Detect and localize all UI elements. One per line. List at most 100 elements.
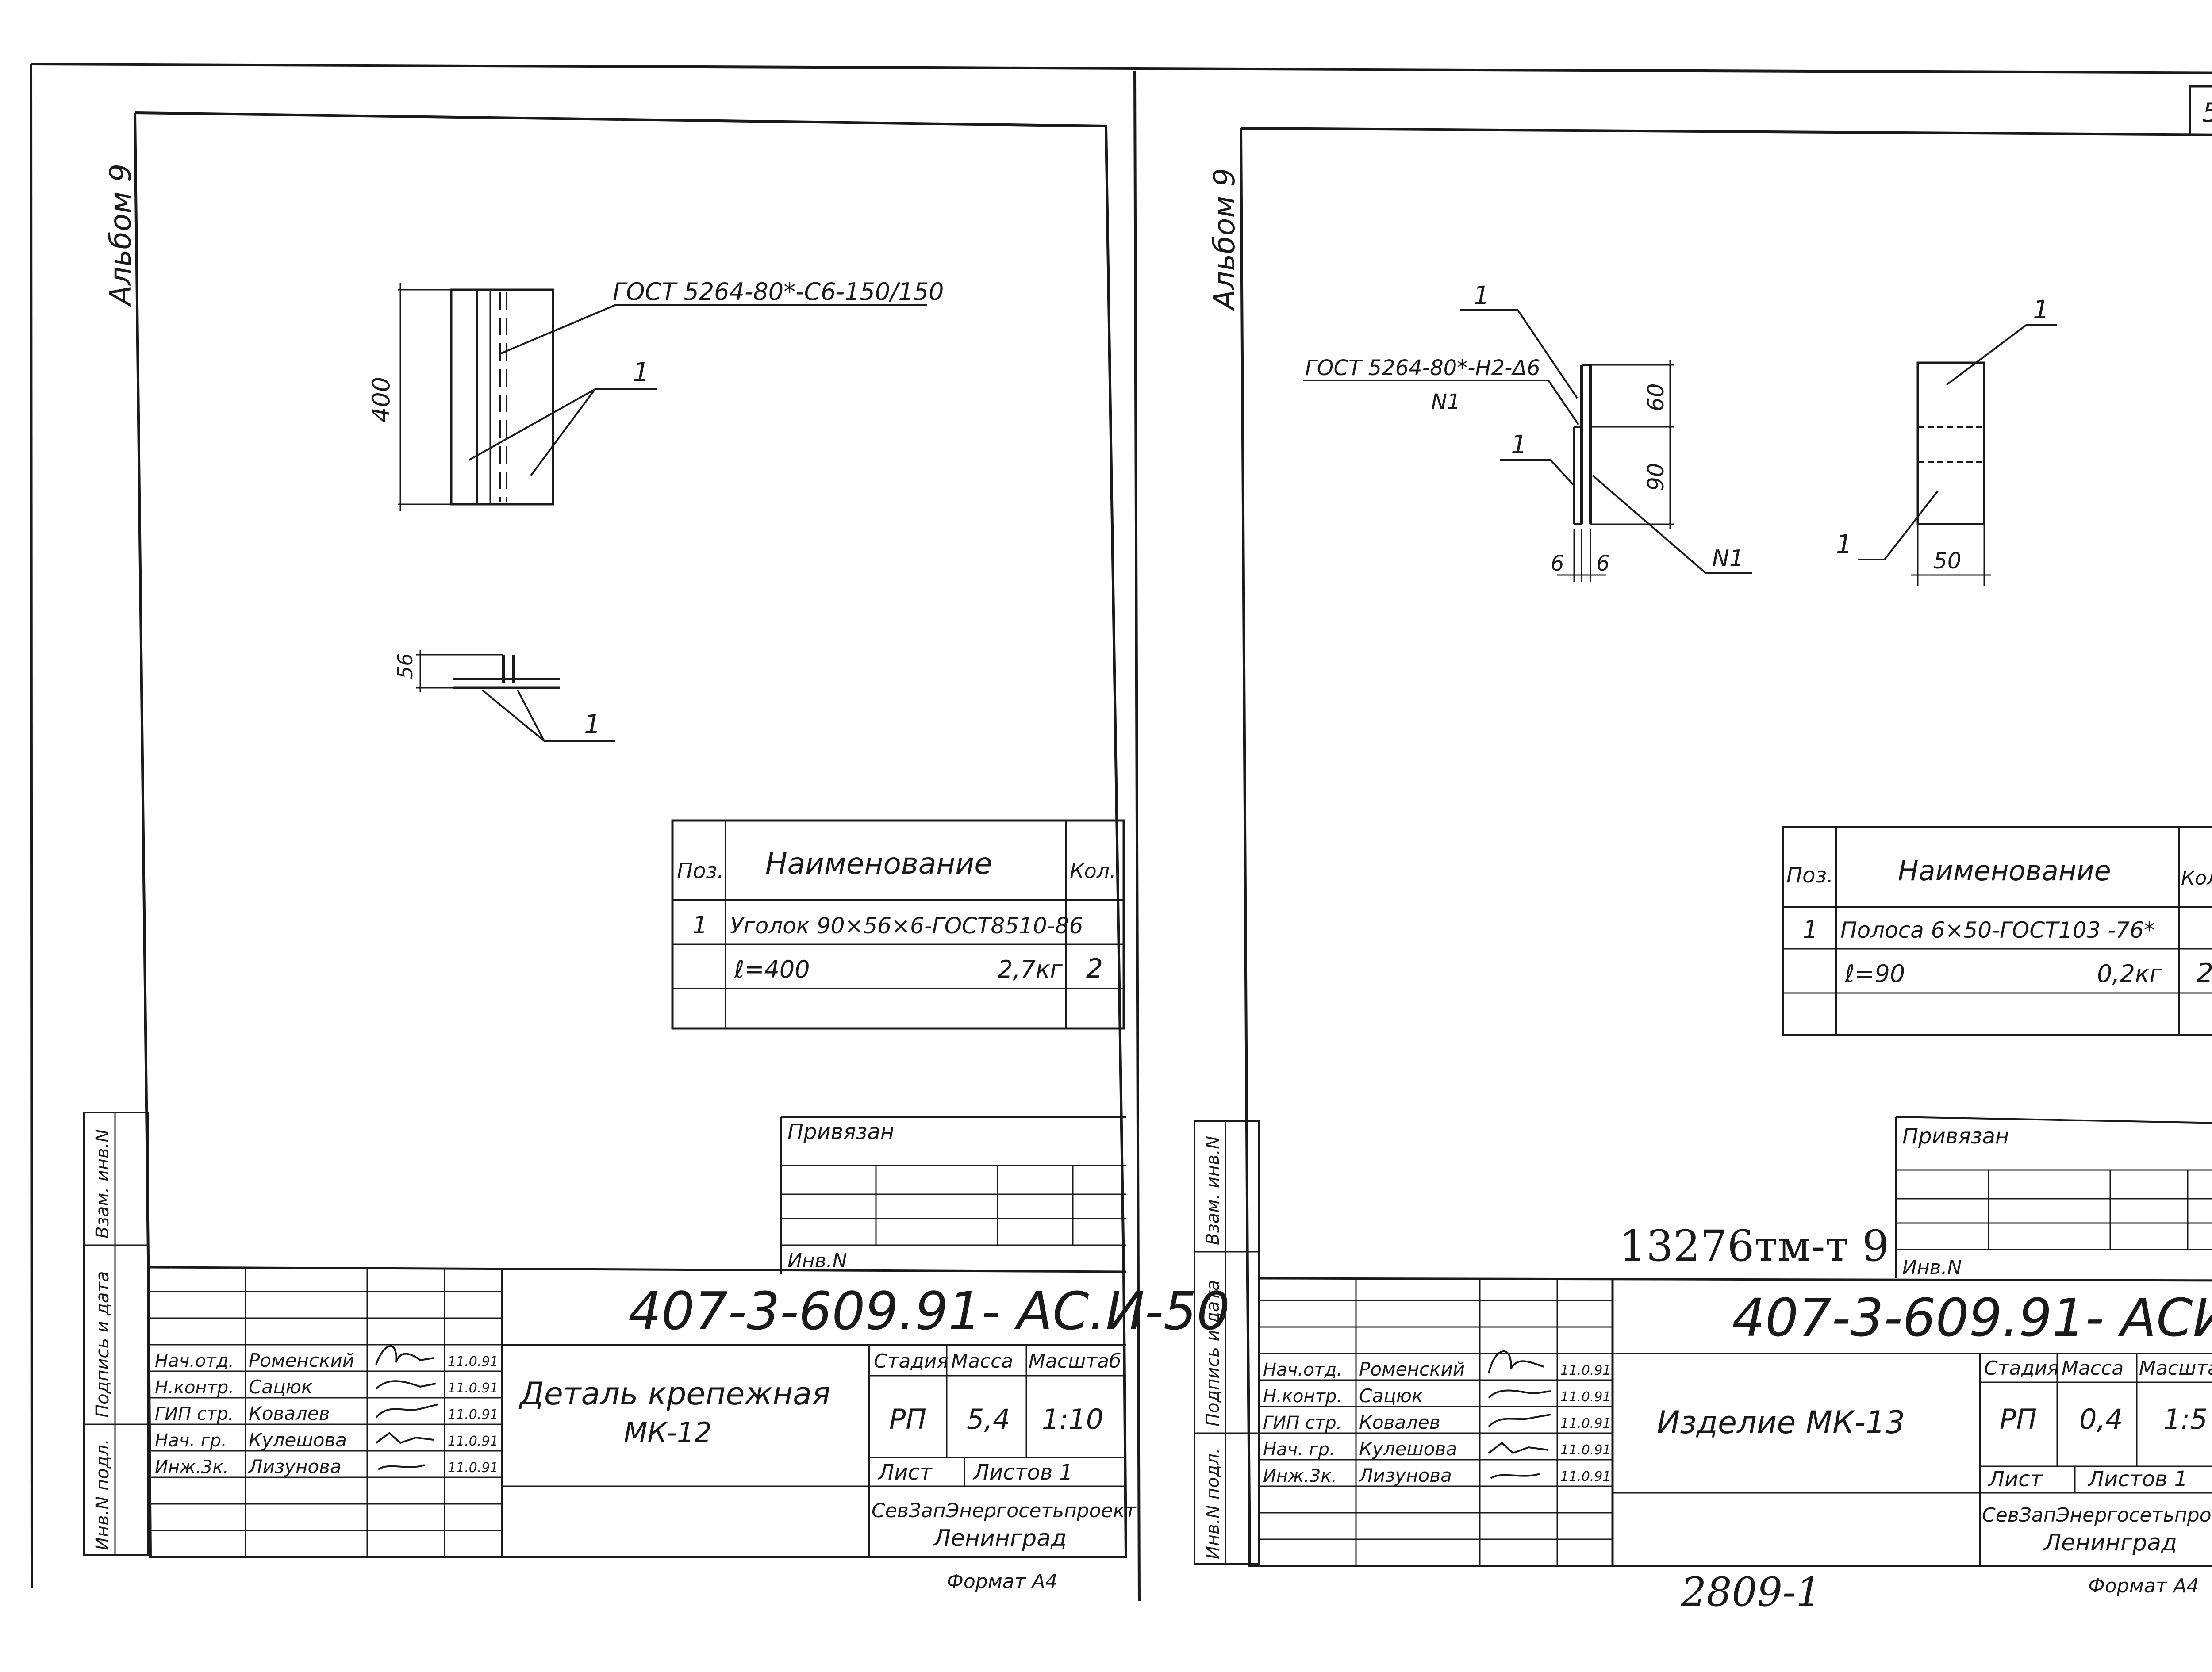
spec-name: Полоса 6×50-ГОСТ103 -76* <box>1840 917 2155 943</box>
spec-length: ℓ=90 <box>1844 960 1905 988</box>
position-label-top: 1 <box>633 357 649 388</box>
date-1: 11.0.91 <box>448 1354 499 1369</box>
sheet-number: 50 <box>2202 97 2212 128</box>
org-name-line1: СевЗапЭнергосетьпроект <box>872 1499 1137 1522</box>
org-name-line2: Ленинград <box>933 1525 1067 1552</box>
role-1: Нач.отд. <box>1263 1360 1342 1380</box>
header-scale: Масштаб <box>1029 1350 1121 1373</box>
role-4: Нач. гр. <box>1263 1439 1335 1460</box>
header-mass: Масса <box>2062 1357 2124 1380</box>
stamp-label-replace: Взам. инв.N <box>92 1129 113 1239</box>
stamp-column: Инв.N подл. Подпись и дата Взам. инв.N <box>83 1112 149 1556</box>
sheets-label: Листов 1 <box>972 1460 1073 1485</box>
spec-header-qty: Кол. <box>2181 867 2212 890</box>
weld-callout-line2: N1 <box>1431 390 1460 414</box>
date-3: 11.0.91 <box>448 1407 499 1423</box>
stamp-column: Инв.N подл. Подпись и дата Взам. инв.N <box>1194 1120 1260 1565</box>
dim-thk-2: 6 <box>1596 551 1610 576</box>
date-2: 11.0.91 <box>1560 1389 1611 1405</box>
sheets-label: Листов 1 <box>2087 1467 2188 1492</box>
stamp-label-replace: Взам. инв.N <box>1203 1136 1223 1245</box>
name-3: Ковалев <box>1359 1411 1440 1433</box>
name-2: Сацюк <box>249 1376 313 1398</box>
dim-flange: 56 <box>393 653 417 679</box>
org-name-line1: СевЗапЭнергосетьпроект <box>1982 1504 2212 1526</box>
scale-value: 1:5 <box>2163 1403 2208 1435</box>
date-1: 11.0.91 <box>1560 1363 1611 1378</box>
position-label-c: 1 <box>2033 295 2049 325</box>
stamp-label-inv: Инв.N подл. <box>92 1439 113 1550</box>
title-block: Нач.отд. Н.контр. ГИП стр. Нач. гр. Инж.… <box>150 1266 1230 1593</box>
album-label: Альбом 9 <box>104 164 138 307</box>
spec-mass: 2,7кг <box>998 955 1063 983</box>
spec-qty: 2 <box>1086 953 1103 984</box>
item-name-line1: Деталь крепежная <box>518 1376 830 1412</box>
angle-section-view: 56 1 <box>393 650 615 742</box>
handwritten-bottom-number: 2809-1 <box>1681 1569 1821 1615</box>
mass-value: 5,4 <box>967 1403 1010 1435</box>
dim-height: 400 <box>367 377 395 422</box>
document-code: 407-3-609.91- АС.И-50 <box>628 1281 1230 1342</box>
date-4: 11.0.91 <box>448 1434 499 1449</box>
name-4: Кулешова <box>249 1429 347 1451</box>
scale-value: 1:10 <box>1042 1403 1103 1435</box>
header-mass: Масса <box>951 1350 1013 1373</box>
org-name-line2: Ленинград <box>2043 1530 2177 1556</box>
inv-no-label: Инв.N <box>1902 1256 1962 1279</box>
sheet-number-box: 50 <box>2189 85 2212 136</box>
role-2: Н.контр. <box>155 1377 234 1398</box>
name-4: Кулешова <box>1359 1438 1457 1460</box>
left-sheet: Альбом 9 400 ГОСТ 5264-80*-С6-150/150 1 <box>83 111 1230 1593</box>
album-label: Альбом 9 <box>1207 168 1241 311</box>
weld-callout: ГОСТ 5264-80*-С6-150/150 <box>613 278 944 306</box>
sheet-label: Лист <box>877 1460 933 1485</box>
stamp-label-sign: Подпись и дата <box>92 1271 113 1418</box>
item-name-line2: МК-12 <box>624 1416 712 1449</box>
specification-table: Поз. Наименование Кол. 1 Полоса 6×50-ГОС… <box>1782 826 2212 1036</box>
name-5: Лизунова <box>1358 1465 1452 1486</box>
privyazan-label: Привязан <box>1902 1124 2009 1149</box>
plate-side-view: 60 90 6 6 1 ГОСТ 5264-80*-Н2-Δ6 N1 1 N1 <box>1303 280 1752 582</box>
handwritten-archive-number: 13276тм-т 9 <box>1619 1221 1889 1271</box>
right-sheet: Альбом 9 60 90 6 6 1 ГОСТ 5 <box>1194 127 2212 1615</box>
name-5: Лизунова <box>248 1456 342 1477</box>
date-2: 11.0.91 <box>448 1381 499 1396</box>
plate-front-view: 50 1 1 <box>1836 295 2057 586</box>
specification-table: Поз. Наименование Кол. 1 Уголок 90×56×6-… <box>671 819 1125 1030</box>
node-label: N1 <box>1712 545 1744 572</box>
stamp-label-inv: Инв.N подл. <box>1203 1448 1223 1559</box>
spec-mass: 0,2кг <box>2097 960 2162 988</box>
spec-qty: 2 <box>2197 958 2212 989</box>
position-label-bottom: 1 <box>584 709 601 740</box>
privyazan-label: Привязан <box>787 1120 894 1144</box>
date-3: 11.0.91 <box>1560 1416 1611 1431</box>
role-3: ГИП стр. <box>1263 1413 1342 1433</box>
binding-block: Привязан Инв.N <box>780 1116 1126 1274</box>
signatures <box>1488 1350 1551 1479</box>
header-scale: Масштаб <box>2139 1357 2212 1380</box>
position-label-b: 1 <box>1511 430 1527 460</box>
role-4: Нач. гр. <box>155 1430 227 1451</box>
spec-header-name: Наименование <box>1898 855 2111 887</box>
date-5: 11.0.91 <box>1560 1469 1611 1484</box>
inv-no-label: Инв.N <box>787 1250 847 1272</box>
position-label-d: 1 <box>1836 529 1852 559</box>
spec-header-pos: Поз. <box>1786 863 1833 888</box>
stage-value: РП <box>889 1403 926 1435</box>
document-code: 407-3-609.91- АСИ-51 <box>1732 1287 2212 1348</box>
signatures <box>375 1345 438 1470</box>
format-label: Формат А4 <box>2088 1575 2199 1597</box>
dim-width-50: 50 <box>1933 548 1962 574</box>
stage-value: РП <box>2000 1403 2037 1435</box>
name-2: Сацюк <box>1359 1385 1423 1407</box>
angle-plan-view: 400 ГОСТ 5264-80*-С6-150/150 1 <box>367 278 944 511</box>
role-1: Нач.отд. <box>155 1351 234 1371</box>
header-stage: Стадия <box>874 1350 949 1373</box>
spec-pos: 1 <box>692 911 707 939</box>
title-block: Нач.отд. Н.контр. ГИП стр. Нач. гр. Инж.… <box>1258 1277 2212 1597</box>
header-stage: Стадия <box>1984 1357 2059 1380</box>
spec-header-qty: Кол. <box>1070 859 1116 883</box>
spec-name: Уголок 90×56×6-ГОСТ8510-86 <box>730 913 1083 939</box>
role-2: Н.контр. <box>1263 1386 1342 1407</box>
